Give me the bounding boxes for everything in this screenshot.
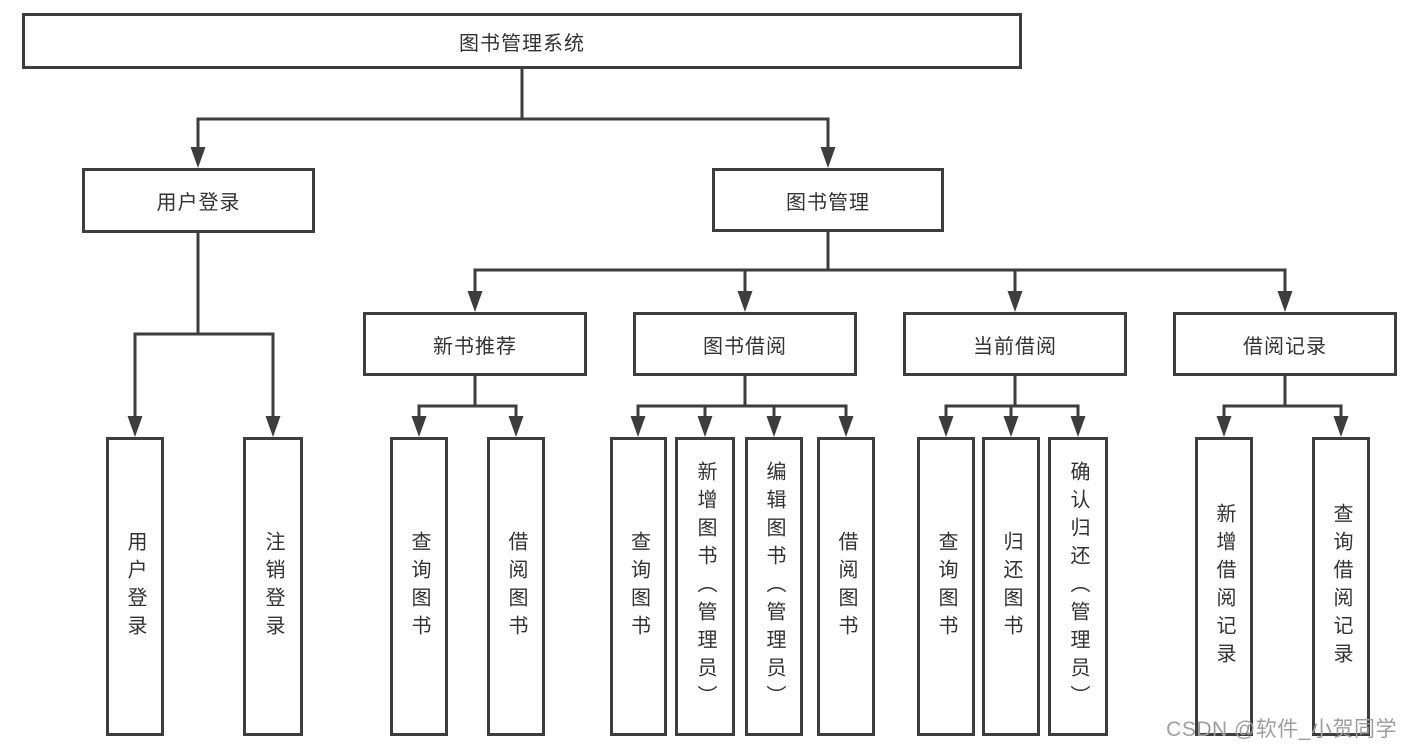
- node-new-book-recommendation: 新书推荐: [363, 312, 587, 376]
- node-label: 查询图书: [935, 530, 957, 643]
- node-label: 查询借阅记录: [1330, 502, 1352, 671]
- node-label: 新增图书（管理员）: [694, 460, 716, 713]
- node-label: 确认归还（管理员）: [1067, 460, 1089, 713]
- leaf-query-borrow-record: 查询借阅记录: [1312, 437, 1370, 736]
- node-label: 查询图书: [408, 530, 430, 643]
- leaf-return-books: 归还图书: [982, 437, 1040, 736]
- node-label: 查询图书: [627, 530, 650, 643]
- node-library-management-system: 图书管理系统: [22, 13, 1022, 69]
- node-label: 注销登录: [262, 530, 284, 643]
- leaf-logout-login: 注销登录: [243, 437, 303, 736]
- node-label: 当前借阅: [973, 335, 1057, 358]
- leaf-query-books-recommend: 查询图书: [390, 437, 448, 736]
- leaf-query-books-borrow: 查询图书: [610, 437, 667, 736]
- node-label: 用户登录: [156, 192, 241, 214]
- node-label: 图书管理: [786, 191, 870, 214]
- csdn-watermark: CSDN @软件_小贺同学: [1166, 718, 1397, 741]
- node-borrowing-records: 借阅记录: [1173, 312, 1397, 376]
- node-book-management: 图书管理: [712, 168, 944, 232]
- node-label: 借阅记录: [1243, 335, 1327, 358]
- node-label: 新增借阅记录: [1213, 502, 1235, 671]
- node-label: 归还图书: [1000, 530, 1022, 643]
- leaf-borrow-books-recommend: 借阅图书: [487, 437, 545, 736]
- node-label: 图书管理系统: [459, 32, 585, 55]
- leaf-add-borrow-record: 新增借阅记录: [1195, 437, 1253, 736]
- leaf-edit-books-admin: 编辑图书（管理员）: [745, 437, 803, 736]
- leaf-confirm-return-admin: 确认归还（管理员）: [1048, 437, 1108, 736]
- leaf-query-books-current: 查询图书: [917, 437, 975, 736]
- node-current-borrowing: 当前借阅: [903, 312, 1127, 376]
- node-user-login: 用户登录: [82, 168, 315, 233]
- node-label: 新书推荐: [433, 335, 517, 358]
- node-label: 编辑图书（管理员）: [763, 460, 785, 713]
- node-label: 用户登录: [124, 530, 146, 643]
- node-label: 借阅图书: [835, 530, 857, 643]
- leaf-user-login: 用户登录: [106, 437, 164, 736]
- node-label: 图书借阅: [703, 335, 787, 358]
- node-book-borrowing: 图书借阅: [633, 312, 857, 376]
- leaf-borrow-books: 借阅图书: [817, 437, 875, 736]
- leaf-add-books-admin: 新增图书（管理员）: [675, 437, 735, 736]
- node-label: 借阅图书: [505, 530, 527, 643]
